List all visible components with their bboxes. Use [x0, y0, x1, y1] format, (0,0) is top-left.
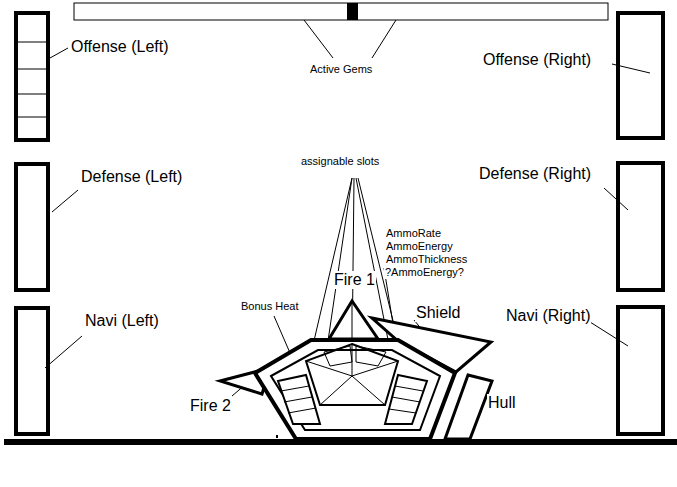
slot-label: assignable slots [300, 155, 380, 168]
panel-label: Navi (Left) [84, 312, 160, 330]
dot [276, 435, 278, 438]
ground-line [4, 439, 677, 445]
panel-label: Defense (Right) [478, 165, 592, 183]
part-label: Fire 2 [189, 397, 232, 415]
panel-label: Navi (Right) [505, 307, 591, 325]
slot-column [16, 13, 48, 140]
panel-label: Offense (Right) [482, 51, 592, 69]
part-label: Bonus Heat [240, 300, 299, 313]
slot-column [618, 307, 663, 434]
panel-label: Offense (Left) [70, 38, 170, 56]
slot-column [16, 164, 48, 290]
slot-column [16, 308, 48, 434]
slot-column [618, 163, 663, 290]
part-label: Shield [415, 304, 461, 322]
stat-label: ?AmmoEnergy? [384, 266, 465, 279]
bar-label: Active Gems [309, 63, 373, 76]
stat-label: AmmoThickness [385, 253, 468, 266]
gem-bar [74, 3, 608, 20]
gem-marker [347, 3, 358, 20]
stat-label: AmmoEnergy [385, 240, 454, 253]
part-label: Hull [487, 394, 517, 412]
slot-column [618, 13, 663, 138]
slot-divider [16, 117, 48, 118]
slot-divider [16, 42, 48, 43]
slot-divider [16, 94, 48, 95]
slot-divider [16, 69, 48, 70]
panel-label: Defense (Left) [80, 168, 183, 186]
ship [220, 301, 492, 439]
stat-label: AmmoRate [385, 227, 442, 240]
part-label: Fire 1 [333, 271, 376, 289]
